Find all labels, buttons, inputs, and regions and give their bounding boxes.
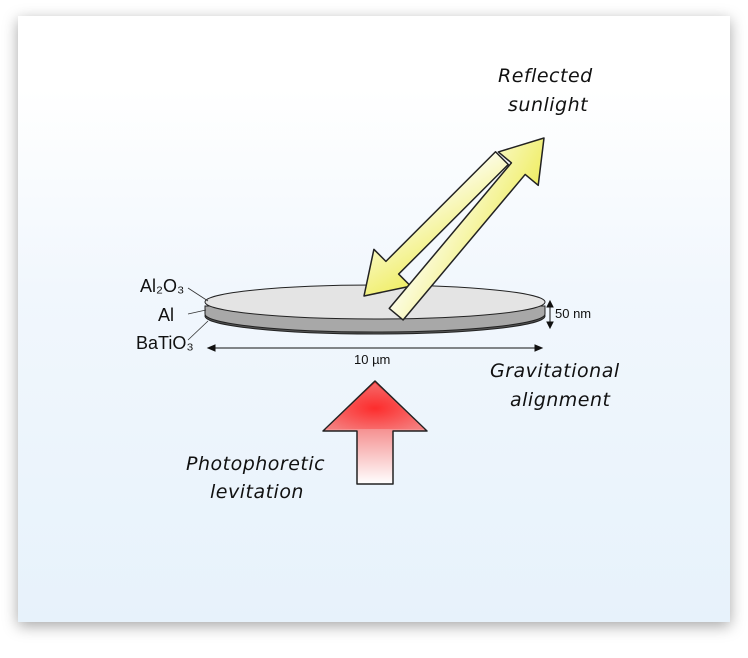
reflected-sunlight-label-line1: Reflected [498,65,593,87]
reflected-sunlight-arrow [388,137,545,321]
gravitational-alignment-label-line2: alignment [510,389,612,411]
incoming-sunlight-arrow [363,151,509,297]
thickness-label: 50 nm [555,306,591,321]
reflected-sunlight-label-line2: sunlight [508,94,589,116]
layer-label-al2o3: Al₂O₃ [140,276,184,296]
figure-frame: Al₂O₃ Al BaTiO₃ 50 nm 10 µm Reflected su… [18,16,730,622]
layer-leader-lines [187,287,209,341]
thickness-dimension [546,299,554,330]
diameter-label: 10 µm [354,352,390,367]
thin-film-sail-diagram: Al₂O₃ Al BaTiO₃ 50 nm 10 µm Reflected su… [136,65,620,503]
photophoretic-levitation-arrow [322,380,428,485]
layer-label-al: Al [158,305,174,325]
diameter-dimension [206,344,544,352]
gravitational-alignment-label-line1: Gravitational [490,360,620,382]
disk [204,284,546,335]
photophoretic-levitation-label-line1: Photophoretic [186,453,325,475]
photophoretic-levitation-label-line2: levitation [210,481,304,503]
layer-label-batio3: BaTiO₃ [136,333,194,353]
